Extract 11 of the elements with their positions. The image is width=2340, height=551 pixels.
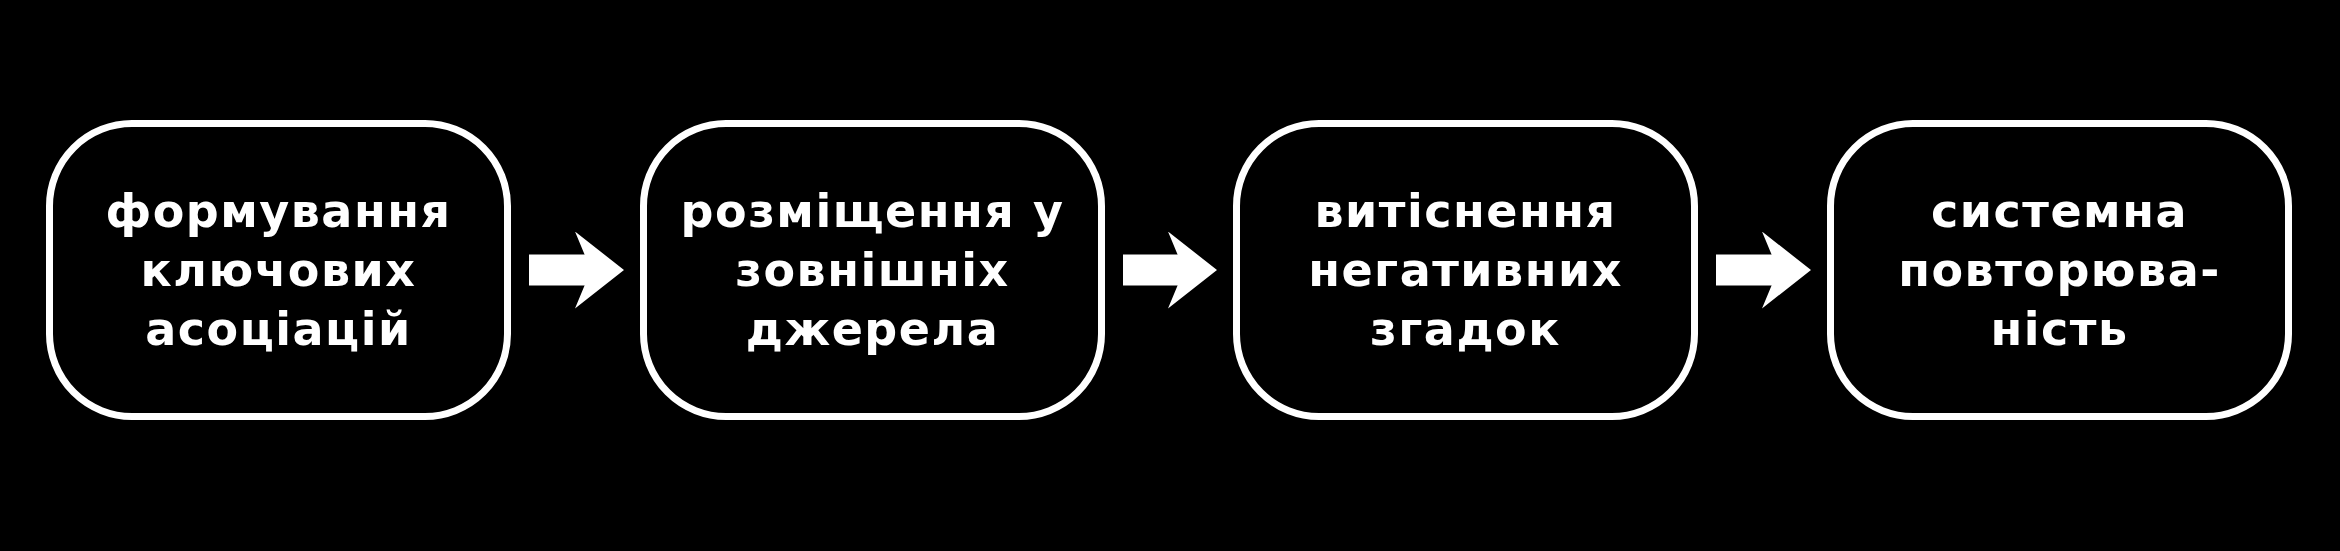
arrow [1123, 231, 1217, 309]
step-text: системна повторюва- ність [1897, 182, 2222, 358]
arrow [529, 231, 624, 309]
step-text: розміщення у зовнішніх джерела [679, 182, 1066, 358]
process-box [1233, 120, 1698, 420]
step-text: формування ключових асоціацій [104, 182, 453, 358]
process-box [1827, 120, 2292, 420]
process-box [640, 120, 1105, 420]
step-text: витіснення негативних згадок [1307, 182, 1624, 358]
arrow [1716, 231, 1811, 309]
process-box [46, 120, 511, 420]
